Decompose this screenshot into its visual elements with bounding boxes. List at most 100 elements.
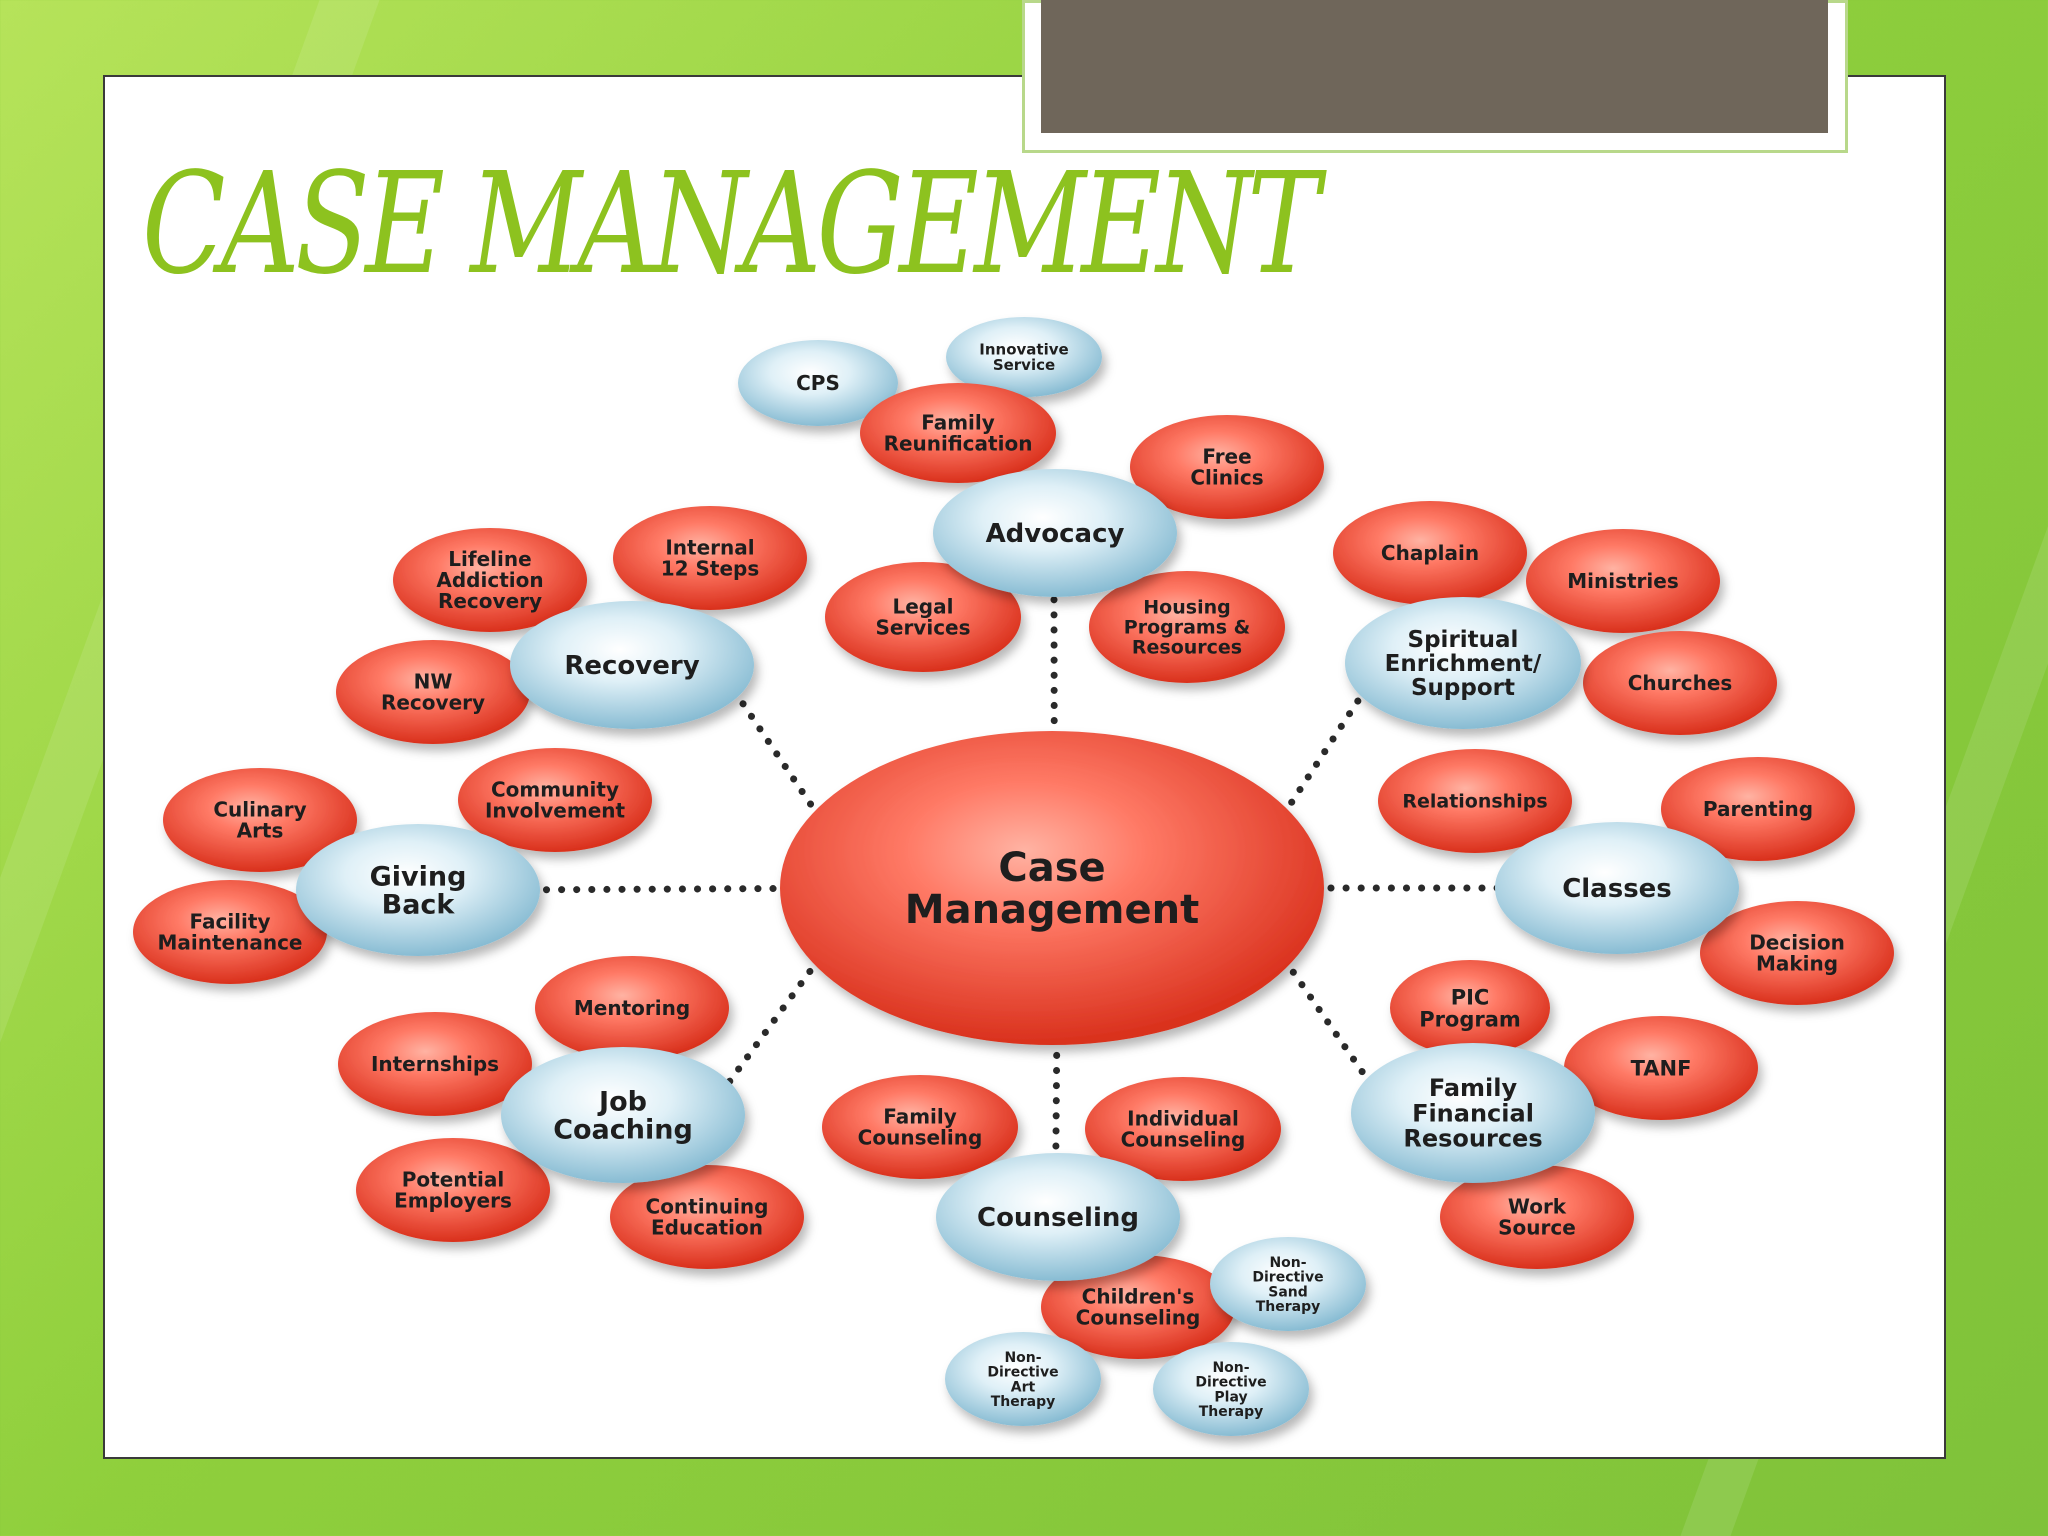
node-churches: Churches (1583, 631, 1777, 735)
node-family-reunification-shape (860, 383, 1056, 483)
node-decision-making-label: Making (1756, 952, 1838, 976)
node-individual-counseling-label: Individual (1127, 1107, 1239, 1131)
node-chaplain-shape (1333, 501, 1527, 605)
node-children-s-counseling-label: Children's (1082, 1285, 1195, 1309)
node-parenting: Parenting (1661, 757, 1855, 861)
node-facility-maintenance-label: Facility (189, 910, 270, 934)
node-family-counseling-label: Family (883, 1105, 957, 1129)
hub-family-financial-resources-shape (1351, 1043, 1595, 1183)
node-potential-employers-shape (356, 1138, 550, 1242)
node-children-s-counseling-shape (1041, 1255, 1235, 1359)
node-internships-label: Internships (371, 1052, 499, 1076)
node-individual-counseling-label: Counseling (1121, 1128, 1246, 1152)
hub-recovery-label: Recovery (564, 651, 699, 681)
node-potential-employers-label: Potential (402, 1168, 505, 1192)
hub-spiritual-enrichment-support-label: Support (1411, 675, 1515, 701)
hub-advocacy-shape (933, 469, 1177, 597)
node-non-directive-play-therapy-label: Non- (1212, 1360, 1249, 1376)
node-cps: CPS (738, 340, 898, 426)
node-non-directive-sand-therapy-label: Non- (1269, 1255, 1306, 1271)
node-lifeline-addiction-recovery-label: Recovery (438, 589, 542, 613)
node-continuing-education-label: Continuing (646, 1195, 769, 1219)
node-innovative-service-label: Innovative (979, 340, 1068, 358)
hub-spiritual-enrichment-support-label: Spiritual (1408, 627, 1519, 653)
node-innovative-service-label: Service (993, 356, 1055, 374)
node-non-directive-play-therapy-label: Play (1214, 1389, 1247, 1405)
node-potential-employers-label: Employers (394, 1189, 512, 1213)
hub-spiritual-enrichment-support-shape (1345, 597, 1581, 729)
node-work-source-label: Source (1498, 1216, 1576, 1240)
node-internal-12-steps-label: 12 Steps (661, 557, 760, 581)
node-legal-services-label: Legal (893, 595, 954, 619)
hub-advocacy: Advocacy (933, 469, 1177, 597)
node-free-clinics-label: Clinics (1190, 466, 1263, 490)
node-parenting-shape (1661, 757, 1855, 861)
hub-family-financial-resources-label: Financial (1412, 1099, 1534, 1127)
node-non-directive-play-therapy-label: Therapy (1199, 1404, 1264, 1420)
node-tanf-label: TANF (1631, 1056, 1692, 1080)
node-culinary-arts-shape (163, 768, 357, 872)
node-lifeline-addiction-recovery-shape (393, 528, 587, 632)
node-ministries-shape (1526, 529, 1720, 633)
node-facility-maintenance-label: Maintenance (157, 931, 302, 955)
hub-classes: Classes (1495, 822, 1739, 954)
node-mentoring-label: Mentoring (574, 996, 690, 1020)
node-lifeline-addiction-recovery-label: Lifeline (448, 547, 531, 571)
node-churches-label: Churches (1628, 671, 1733, 695)
node-internal-12-steps-label: Internal (665, 536, 754, 560)
node-nw-recovery-shape (336, 640, 530, 744)
connector-family-financial-resources (1281, 956, 1373, 1085)
node-free-clinics-label: Free (1202, 445, 1251, 469)
node-non-directive-sand-therapy-label: Sand (1268, 1284, 1308, 1300)
hub-giving-back-shape (296, 824, 540, 956)
node-family-counseling-shape (822, 1075, 1018, 1179)
hub-recovery-shape (510, 601, 754, 729)
node-culinary-arts-label: Arts (237, 819, 284, 843)
node-relationships: Relationships (1378, 749, 1572, 853)
node-innovative-service-shape (946, 317, 1102, 397)
node-internal-12-steps-shape (613, 506, 807, 610)
node-non-directive-sand-therapy-label: Therapy (1256, 1299, 1321, 1315)
node-chaplain: Chaplain (1333, 501, 1527, 605)
node-individual-counseling-shape (1085, 1077, 1281, 1181)
node-housing-programs-resources-label: Resources (1132, 637, 1242, 659)
node-non-directive-art-therapy-shape (945, 1332, 1101, 1426)
node-pic-program-shape (1390, 960, 1550, 1056)
connector-spiritual-enrichment-support (1279, 690, 1367, 819)
node-community-involvement-shape (458, 748, 652, 852)
node-non-directive-sand-therapy-shape (1210, 1237, 1366, 1331)
node-decision-making-label: Decision (1749, 931, 1845, 955)
node-non-directive-play-therapy-label: Directive (1195, 1375, 1266, 1391)
node-continuing-education-label: Education (651, 1216, 763, 1240)
node-non-directive-art-therapy-label: Therapy (991, 1394, 1056, 1410)
hub-job-coaching-label: Coaching (553, 1115, 693, 1146)
node-parenting-label: Parenting (1703, 797, 1813, 821)
node-tanf: TANF (1564, 1016, 1758, 1120)
node-legal-services-shape (825, 562, 1021, 672)
node-ministries: Ministries (1526, 529, 1720, 633)
hub-counseling: Counseling (936, 1153, 1180, 1281)
node-nw-recovery-label: NW (414, 670, 453, 694)
node-cps-shape (738, 340, 898, 426)
center-case-management-shape (780, 731, 1324, 1045)
node-pic-program-label: Program (1419, 1007, 1521, 1031)
node-internships: Internships (338, 1012, 532, 1116)
center-case-management-label: Case (998, 845, 1105, 891)
